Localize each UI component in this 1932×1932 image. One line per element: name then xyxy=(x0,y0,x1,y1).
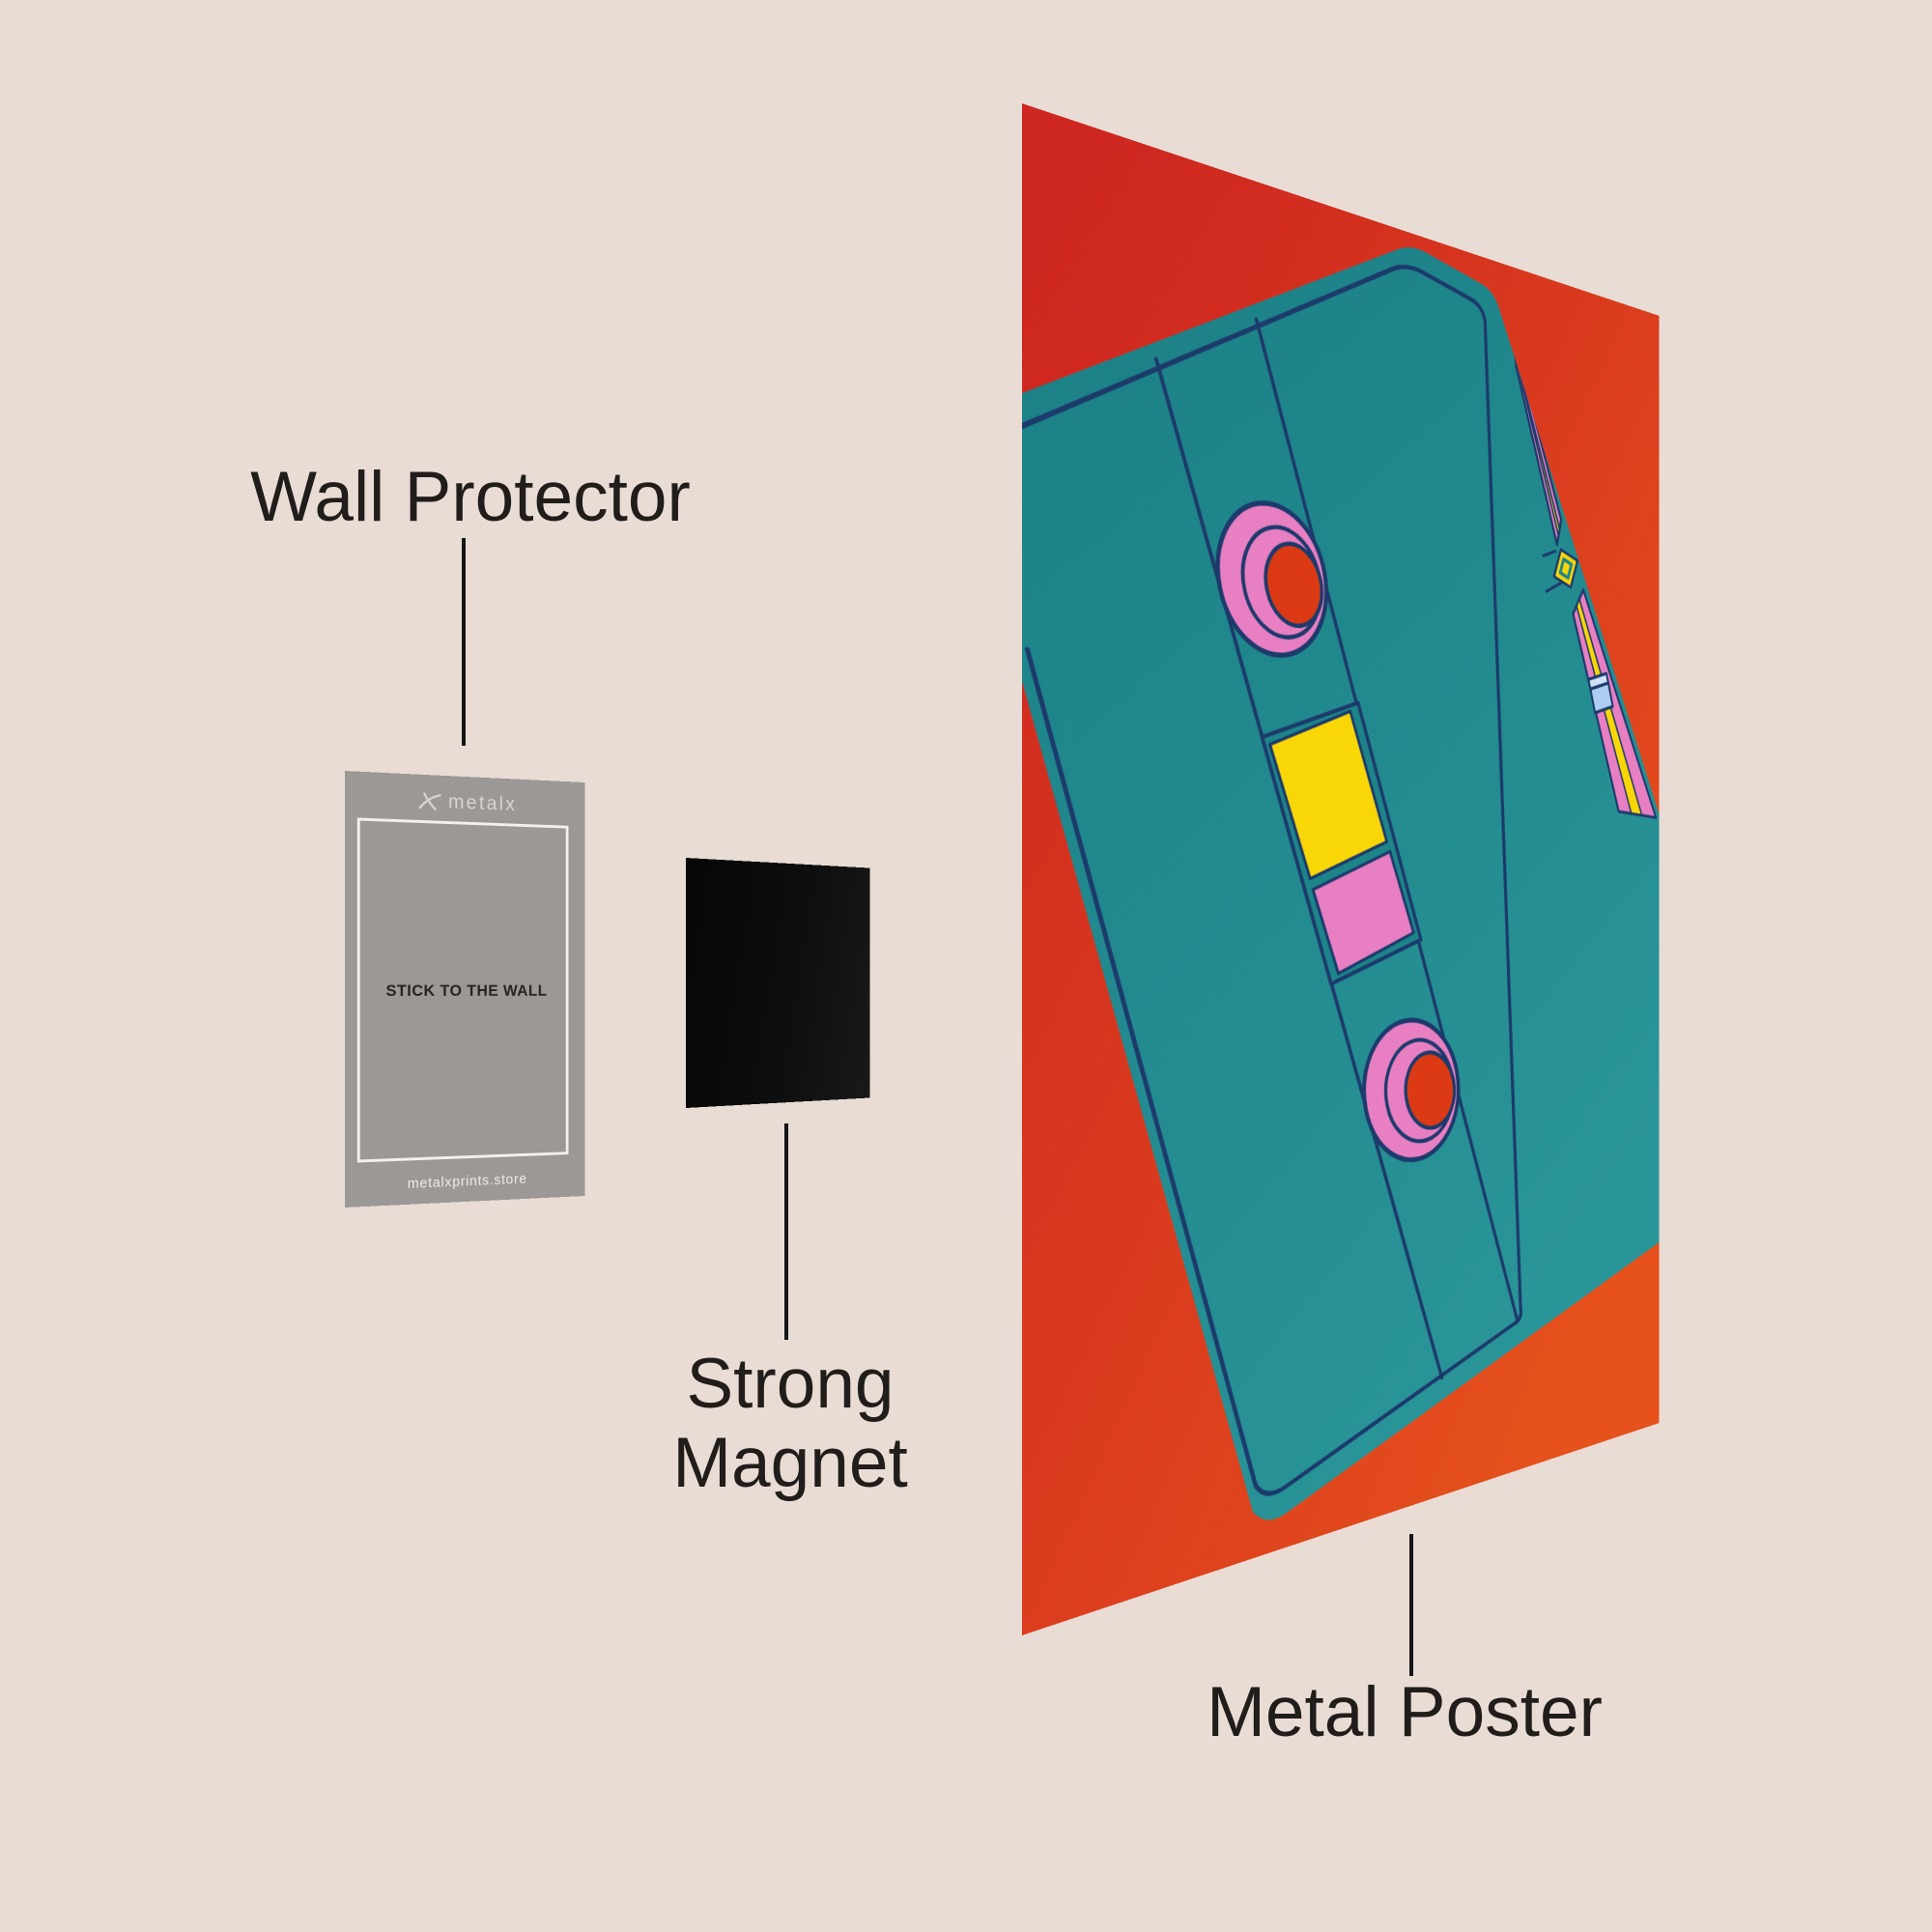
wall-protector-connector-line xyxy=(462,538,466,746)
strong-magnet-label-line2: Magnet xyxy=(672,1424,908,1502)
card-instruction-text: STICK TO THE WALL xyxy=(385,981,548,1000)
wall-protector-label: Wall Protector xyxy=(250,458,691,536)
cassette-artwork xyxy=(1022,103,1660,1635)
wall-protector-card: metalx STICK TO THE WALL metalxprints.st… xyxy=(345,771,585,1208)
metal-poster-label: Metal Poster xyxy=(1207,1673,1603,1751)
metal-poster-connector-line xyxy=(1409,1534,1413,1676)
strong-magnet-connector-line xyxy=(784,1123,788,1340)
card-logo: metalx xyxy=(345,786,584,819)
strong-magnet-label-line1: Strong xyxy=(686,1345,895,1423)
strong-magnet-label: Strong Magnet xyxy=(500,1345,1080,1503)
metal-poster xyxy=(1022,103,1660,1635)
card-website-text: metalxprints.store xyxy=(407,1171,527,1193)
cassette-body xyxy=(1022,120,1660,1600)
metalx-logo-icon xyxy=(418,791,442,811)
card-brand-text: metalx xyxy=(447,790,518,816)
strong-magnet xyxy=(686,858,870,1108)
